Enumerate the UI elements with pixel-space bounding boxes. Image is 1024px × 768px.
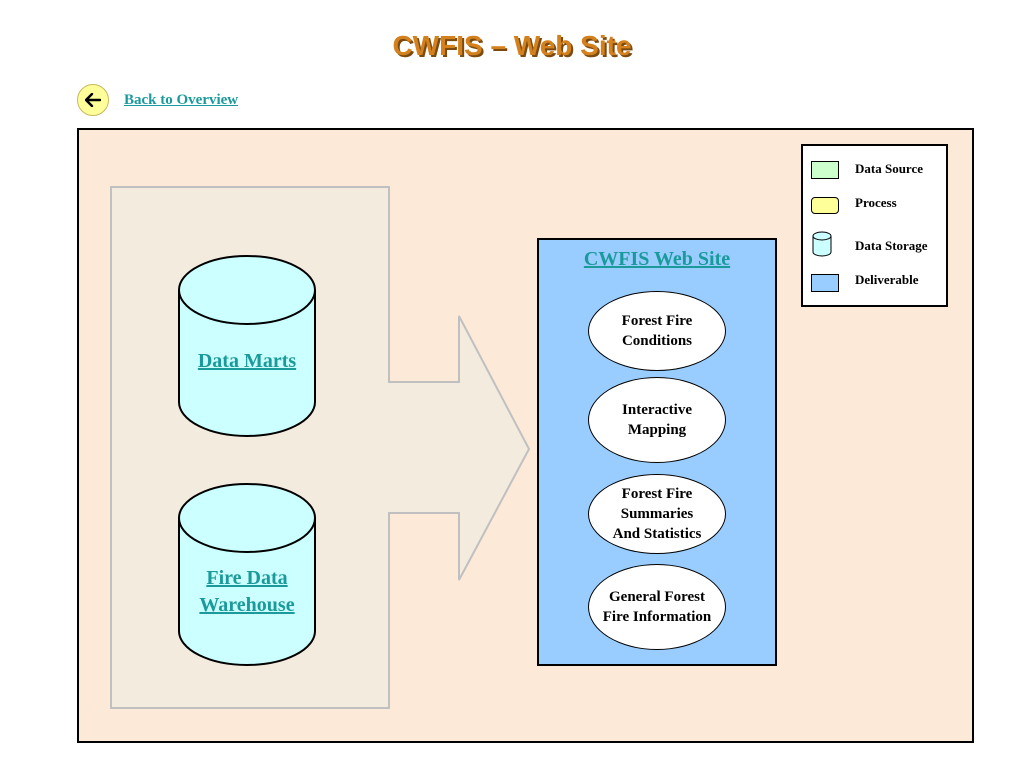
legend-data-storage-icon <box>811 231 833 257</box>
item-line: Forest Fire <box>621 313 693 329</box>
legend-data-storage-label: Data Storage <box>855 238 928 253</box>
data-marts-link[interactable]: Data Marts <box>197 350 297 372</box>
cwfis-web-site-link[interactable]: CWFIS Web Site <box>583 248 731 270</box>
forest-fire-conditions-item[interactable]: Forest Fire Conditions <box>588 291 726 371</box>
item-line: Forest Fire <box>621 486 693 502</box>
fire-data-warehouse-cylinder <box>178 483 316 666</box>
legend: Data Source Process Data Storage Deliver… <box>801 144 948 307</box>
legend-process-swatch <box>811 197 839 214</box>
item-line: Interactive <box>622 402 692 418</box>
item-line: And Statistics <box>612 526 702 542</box>
fire-data-warehouse-link[interactable]: Fire Data Warehouse <box>169 565 325 619</box>
item-line: Conditions <box>621 333 692 349</box>
legend-deliverable-swatch <box>811 274 839 292</box>
item-line: Mapping <box>627 422 687 438</box>
page-title: CWFIS – Web Site <box>392 30 632 61</box>
item-line: Fire Information <box>602 609 712 625</box>
arrow-left-icon <box>85 93 101 107</box>
fire-data-warehouse-line1: Fire Data <box>206 567 288 589</box>
data-marts-cylinder <box>178 255 316 437</box>
cwfis-web-site-box: CWFIS Web Site Forest Fire Conditions In… <box>537 238 777 666</box>
general-forest-fire-info-item[interactable]: General Forest Fire Information <box>588 564 726 650</box>
back-to-overview-link[interactable]: Back to Overview <box>124 92 239 108</box>
flow-arrow <box>110 186 531 709</box>
item-line: General Forest <box>609 589 705 605</box>
legend-data-source-swatch <box>811 161 839 179</box>
legend-process-label: Process <box>855 195 897 210</box>
back-button[interactable] <box>77 84 109 116</box>
legend-deliverable-label: Deliverable <box>855 272 919 287</box>
fire-data-warehouse-line2: Warehouse <box>199 594 295 616</box>
legend-data-source-label: Data Source <box>855 161 924 176</box>
fire-summaries-statistics-item[interactable]: Forest Fire Summaries And Statistics <box>588 474 726 554</box>
interactive-mapping-item[interactable]: Interactive Mapping <box>588 377 726 463</box>
item-line: Summaries <box>620 506 694 522</box>
